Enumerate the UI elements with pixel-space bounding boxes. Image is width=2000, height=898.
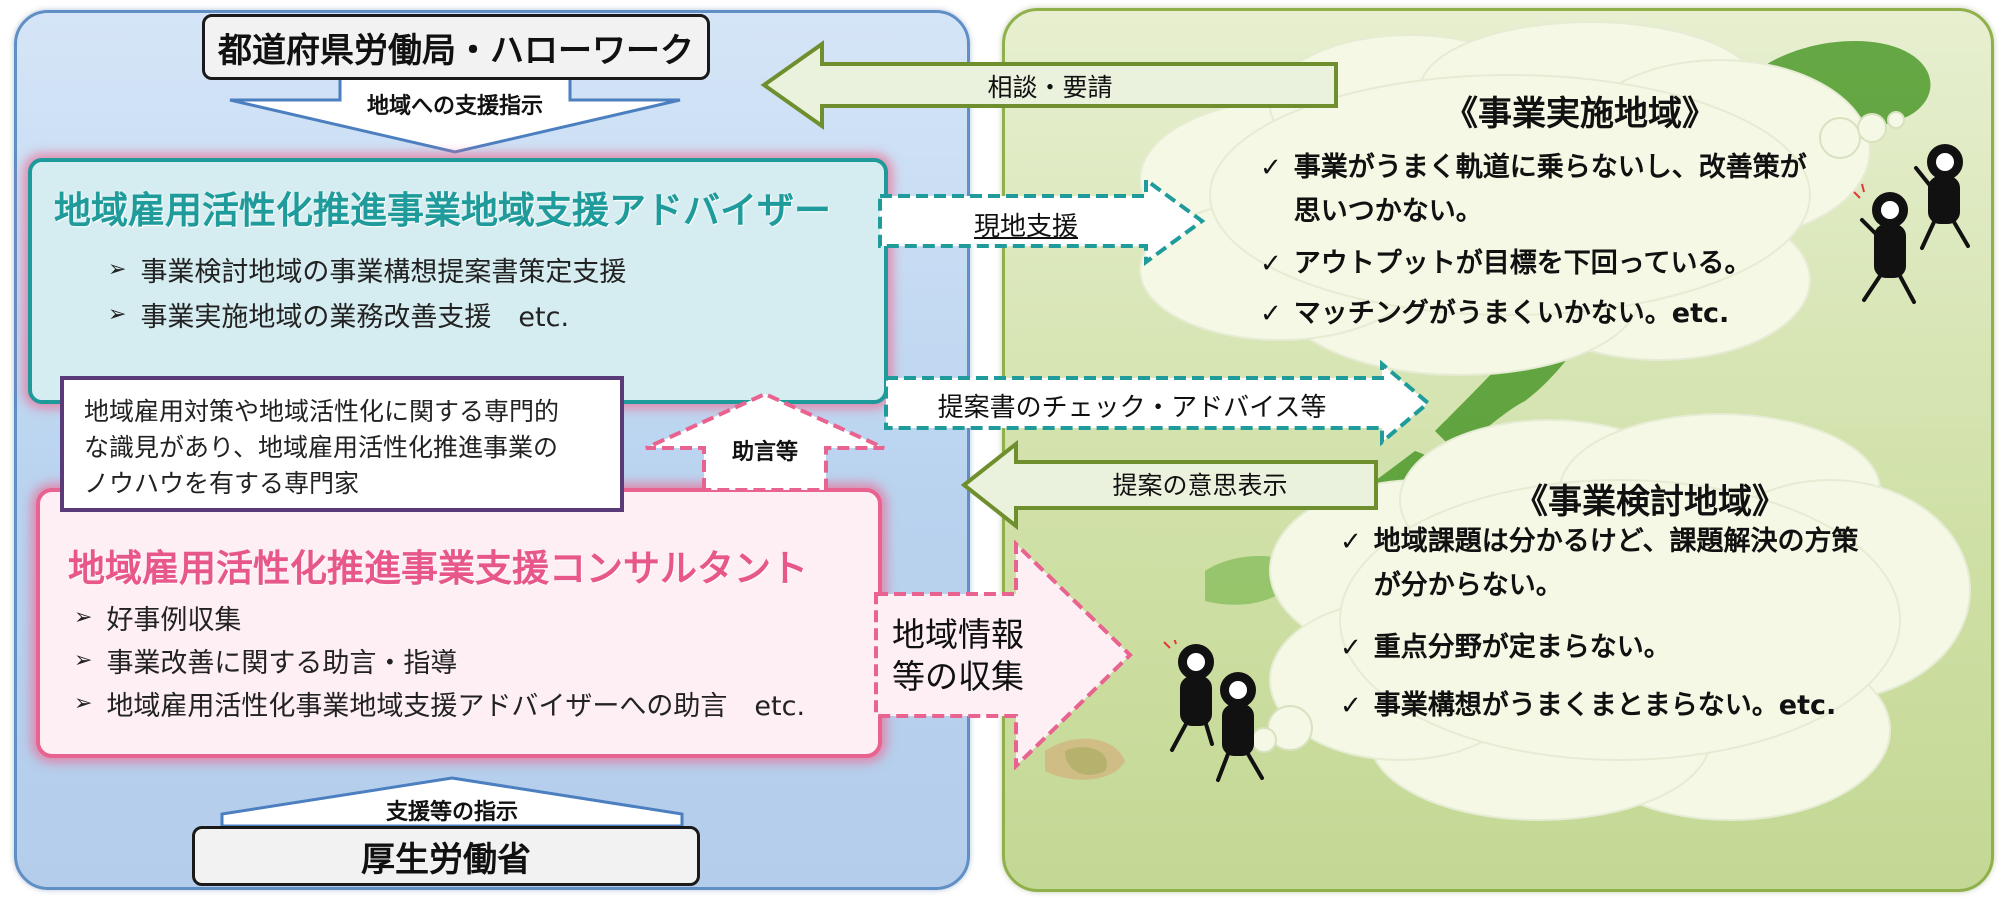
consultant-item-text: 好事例収集 <box>106 605 242 636</box>
check-icon: ✓ <box>1340 527 1362 557</box>
info-collection-line: 等の収集 <box>892 657 1024 696</box>
worried-figures-icon <box>1853 144 1970 304</box>
bullet-arrow-icon: ➢ <box>74 691 93 716</box>
study-item: ✓ 重点分野が定まらない。 <box>1340 626 1920 670</box>
advice-up-arrow <box>645 391 885 492</box>
check-icon: ✓ <box>1340 633 1362 663</box>
onsite-support-arrow <box>878 176 1206 266</box>
check-icon: ✓ <box>1260 153 1282 183</box>
advisor-item-text: 事業実施地域の業務改善支援 etc. <box>140 302 570 333</box>
expert-note-line: ノウハウを有する専門家 <box>84 469 360 498</box>
proposal-check-label: 提案書のチェック・アドバイス等 <box>937 393 1327 423</box>
implementation-cloud <box>1139 21 1905 376</box>
proposal-intent-arrow <box>960 440 1378 530</box>
consultant-item-text: 事業改善に関する助言・指導 <box>106 648 458 679</box>
info-collection-line: 地域情報 <box>892 615 1024 654</box>
worried-figures-icon <box>1163 640 1264 782</box>
up-arrow-label: 支援等の指示 <box>385 800 518 825</box>
ministry-box: 厚生労働省 <box>192 826 700 886</box>
implementation-item-line: 思いつかない。 <box>1293 196 1483 227</box>
advice-arrow-label: 助言等 <box>731 440 798 465</box>
down-arrow-label: 地域への支援指示 <box>366 94 543 119</box>
advisor-item-text: 事業検討地域の事業構想提案書策定支援 <box>140 257 627 288</box>
implementation-area-title: 《事業実施地域》 <box>1444 94 1716 134</box>
implementation-item: ✓ マッチングがうまくいかない。etc. <box>1260 292 1860 336</box>
consult-request-arrow <box>760 40 1338 130</box>
expert-note-box: 地域雇用対策や地域活性化に関する専門的 な識見があり、地域雇用活性化推進事業の … <box>60 376 624 512</box>
consultant-title: 地域雇用活性化推進事業支援コンサルタント <box>68 547 808 590</box>
study-area-list: ✓ 地域課題は分かるけど、課題解決の方策 が分からない。 ✓ 重点分野が定まらな… <box>1340 520 1920 728</box>
consultant-item: ➢ 好事例収集 <box>74 598 241 637</box>
proposal-check-arrow <box>884 360 1432 446</box>
implementation-item-line: マッチングがうまくいかない。etc. <box>1293 298 1730 329</box>
advisor-item: ➢ 事業実施地域の業務改善支援 etc. <box>108 295 569 334</box>
bullet-arrow-icon: ➢ <box>108 302 127 327</box>
advisor-item: ➢ 事業検討地域の事業構想提案書策定支援 <box>108 250 626 289</box>
implementation-item-line: 事業がうまく軌道に乗らないし、改善策が <box>1293 152 1807 183</box>
study-area-title: 《事業検討地域》 <box>1514 482 1786 522</box>
expert-note-line: 地域雇用対策や地域活性化に関する専門的 <box>84 397 560 426</box>
consultant-item: ➢ 地域雇用活性化事業地域支援アドバイザーへの助言 etc. <box>74 684 805 723</box>
study-item-line: が分からない。 <box>1373 570 1563 601</box>
implementation-item: ✓ 事業がうまく軌道に乗らないし、改善策が 思いつかない。 <box>1260 146 1860 234</box>
onsite-support-label: 現地支援 <box>973 212 1078 242</box>
labor-bureau-box: 都道府県労働局・ハローワーク <box>202 14 710 80</box>
expert-note-line: な識見があり、地域雇用活性化推進事業の <box>84 433 559 462</box>
info-collection-arrow <box>874 540 1133 770</box>
check-icon: ✓ <box>1260 299 1282 329</box>
consult-request-label: 相談・要請 <box>987 73 1113 102</box>
implementation-item: ✓ アウトプットが目標を下回っている。 <box>1260 242 1860 286</box>
info-collection-label: 地域情報 等の収集 <box>878 614 1038 698</box>
study-item-line: 重点分野が定まらない。 <box>1373 632 1671 663</box>
proposal-intent-label: 提案の意思表示 <box>1112 471 1288 500</box>
bullet-arrow-icon: ➢ <box>74 648 93 673</box>
study-item: ✓ 地域課題は分かるけど、課題解決の方策 が分からない。 <box>1340 520 1920 608</box>
check-icon: ✓ <box>1260 249 1282 279</box>
consultant-item-text: 地域雇用活性化事業地域支援アドバイザーへの助言 etc. <box>106 691 806 722</box>
implementation-item-line: アウトプットが目標を下回っている。 <box>1293 248 1752 279</box>
study-item-line: 事業構想がうまくまとまらない。etc. <box>1373 690 1837 721</box>
bullet-arrow-icon: ➢ <box>74 605 93 630</box>
implementation-area-list: ✓ 事業がうまく軌道に乗らないし、改善策が 思いつかない。 ✓ アウトプットが目… <box>1260 146 1860 336</box>
bullet-arrow-icon: ➢ <box>108 257 127 282</box>
advisor-title: 地域雇用活性化推進事業地域支援アドバイザー <box>54 189 831 232</box>
study-cloud <box>1251 413 1971 821</box>
down-arrow-regional-support <box>229 74 681 154</box>
check-icon: ✓ <box>1340 691 1362 721</box>
consultant-item: ➢ 事業改善に関する助言・指導 <box>74 641 457 680</box>
study-item-line: 地域課題は分かるけど、課題解決の方策 <box>1373 526 1859 557</box>
study-item: ✓ 事業構想がうまくまとまらない。etc. <box>1340 684 1920 728</box>
